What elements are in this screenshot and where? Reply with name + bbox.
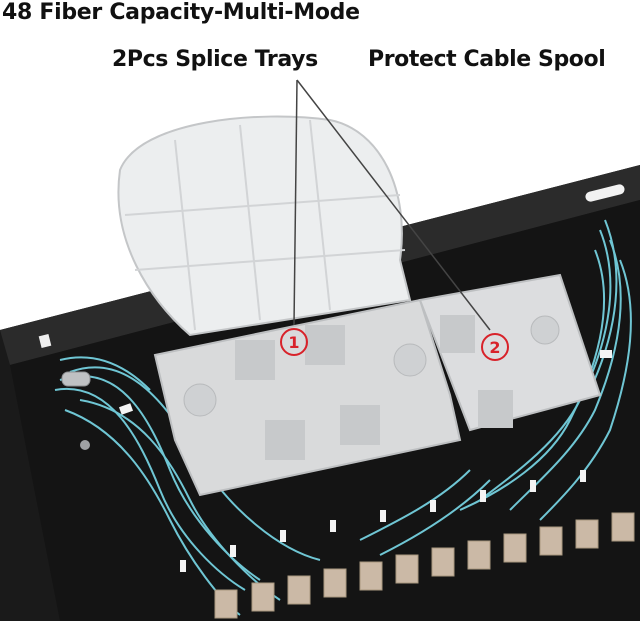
badge-2-label: 2 xyxy=(489,338,500,357)
badge-1-label: 1 xyxy=(288,333,299,352)
badge-1: 1 xyxy=(280,328,308,356)
cable-spool-label: Protect Cable Spool xyxy=(368,47,606,72)
tray-lid xyxy=(117,115,412,337)
splice-tray-2 xyxy=(418,273,602,432)
connector-boots xyxy=(118,350,612,572)
cable-clamp xyxy=(61,371,91,450)
splice-trays-label: 2Pcs Splice Trays xyxy=(112,47,318,72)
callout-lines xyxy=(293,79,491,331)
badge-2: 2 xyxy=(481,333,509,361)
capacity-title: 48 Fiber Capacity-Multi-Mode xyxy=(2,0,360,25)
adapter-row xyxy=(214,512,635,619)
